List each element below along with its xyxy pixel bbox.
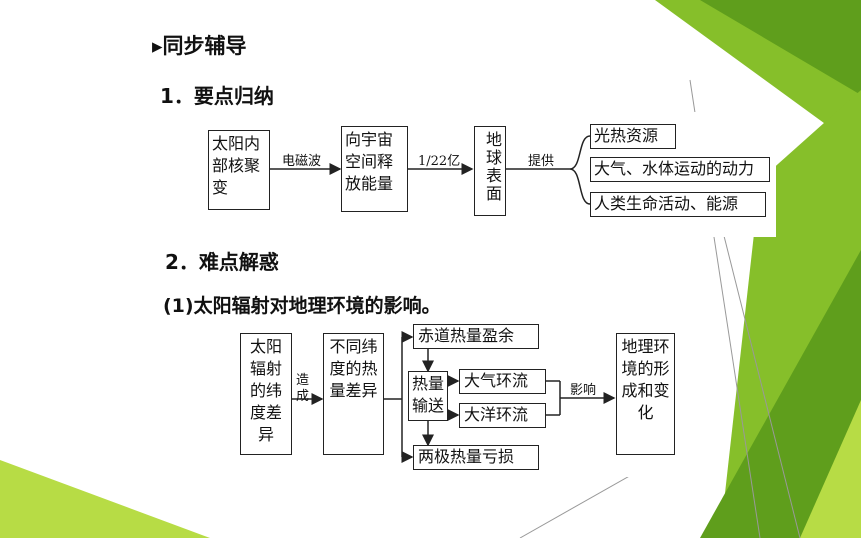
box-life-energy: 人类生命活动、能源	[590, 192, 766, 217]
box-core-fusion: 太阳内部核聚变	[208, 130, 270, 210]
box-environment-change: 地理环境的形成和变化	[616, 333, 675, 455]
deco-line-2	[719, 219, 801, 538]
deco-line-3	[519, 469, 641, 538]
diagram-energy-flow: 太阳内部核聚变 电磁波 向宇宙空间释放能量 1/22亿 地球表面 提供 光热资源…	[200, 112, 776, 237]
deco-shape-top-dark	[700, 0, 861, 95]
diagram2-connectors	[292, 331, 616, 463]
section-heading-sync: ▸同步辅导	[152, 34, 247, 58]
label-affect: 影响	[570, 383, 597, 398]
subheading-solar-radiation: (1)太阳辐射对地理环境的影响。	[163, 295, 441, 317]
section-heading-difficult: 2．难点解惑	[165, 250, 279, 274]
box-earth-surface: 地球表面	[474, 126, 506, 216]
deco-shape-right-dark	[700, 250, 861, 538]
label-em-wave: 电磁波	[282, 154, 322, 169]
box-polar-deficit: 两极热量亏损	[413, 445, 539, 470]
label-ratio: 1/22亿	[418, 154, 461, 169]
box-ocean-circulation: 大洋环流	[459, 403, 546, 428]
brace-outputs	[569, 135, 591, 205]
box-equator-surplus: 赤道热量盈余	[413, 324, 539, 349]
diagram-solar-radiation-impact: 太阳辐射的纬度差异 造成 不同纬度的热量差异 赤道热量盈余 热量输送 大气环流 …	[230, 321, 681, 477]
box-heat-diff: 不同纬度的热量差异	[323, 333, 384, 455]
deco-shape-bottom-left	[0, 460, 210, 538]
diagram1-connectors	[270, 135, 591, 205]
deco-shape-corner	[800, 400, 861, 538]
label-provide: 提供	[528, 154, 555, 169]
box-latitude-diff: 太阳辐射的纬度差异	[240, 333, 292, 455]
box-atmos-circulation: 大气环流	[459, 369, 546, 394]
box-light-heat: 光热资源	[590, 124, 676, 149]
label-cause: 造成	[296, 373, 310, 404]
box-release-energy: 向宇宙空间释放能量	[341, 126, 408, 212]
box-heat-transport: 热量输送	[408, 371, 448, 421]
section-heading-points: 1．要点归纳	[160, 84, 274, 108]
box-motion-power: 大气、水体运动的动力	[590, 157, 770, 182]
